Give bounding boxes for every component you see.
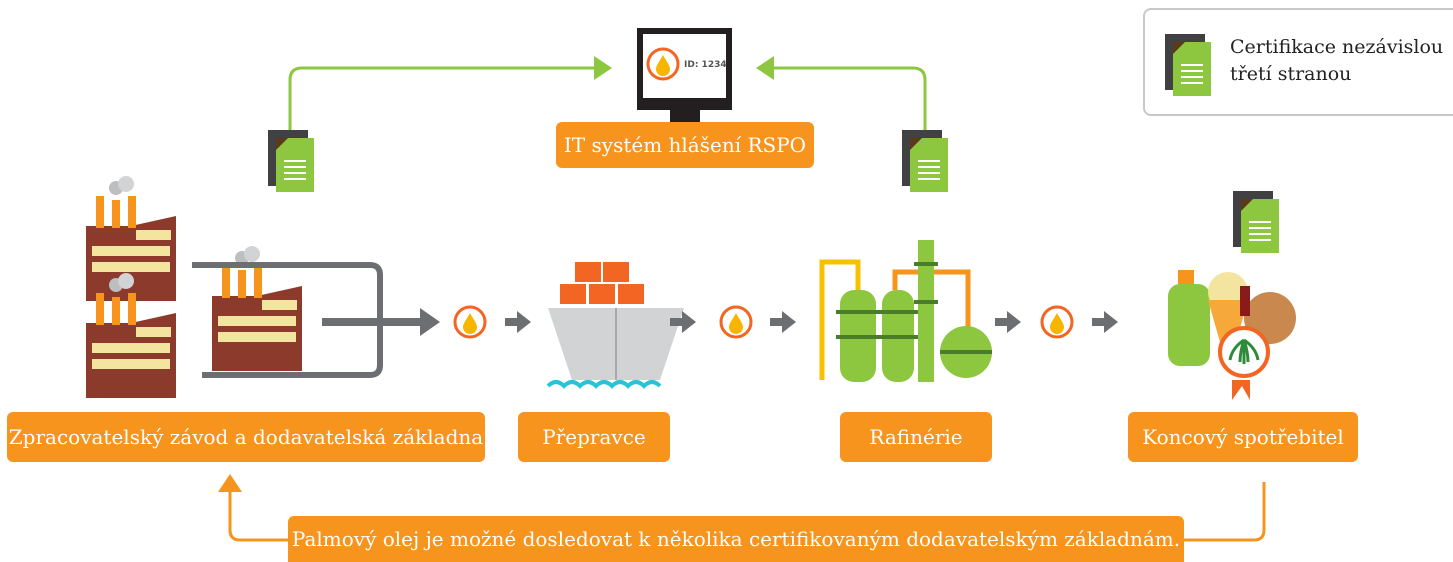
document-icon-consumer [1233, 191, 1279, 253]
arrow-icon [995, 311, 1021, 333]
refinery-icon [819, 240, 992, 382]
footer-label: Palmový olej je možné dosledovat k někol… [288, 516, 1184, 562]
monitor-icon: ID: 1234 [637, 28, 732, 128]
document-icon-right [902, 130, 948, 192]
oil-drop-icon [1040, 305, 1074, 339]
factory-icon [86, 176, 302, 398]
consumer-products-icon [1168, 270, 1296, 400]
arrow-icon [505, 311, 531, 333]
legend-text: Certifikace nezávislou třetí stranou [1230, 36, 1444, 85]
document-icon-legend [1165, 34, 1211, 96]
stage-label-transporter: Přepravce [518, 412, 670, 462]
oil-drop-icon [719, 305, 753, 339]
stage-label-processing: Zpracovatelský závod a dodavatelská zákl… [7, 412, 485, 462]
stage-label-refinery: Rafinérie [840, 412, 992, 462]
id-text: ID: 1234 [684, 60, 727, 70]
arrow-icon [1092, 311, 1118, 333]
arrow-icon [770, 311, 796, 333]
it-system-label: IT systém hlášení RSPO [556, 122, 814, 168]
document-icon-left [268, 130, 314, 192]
oil-drop-icon [453, 305, 487, 339]
stage-label-consumer: Koncový spotřebitel [1128, 412, 1358, 462]
ship-icon [546, 262, 684, 389]
